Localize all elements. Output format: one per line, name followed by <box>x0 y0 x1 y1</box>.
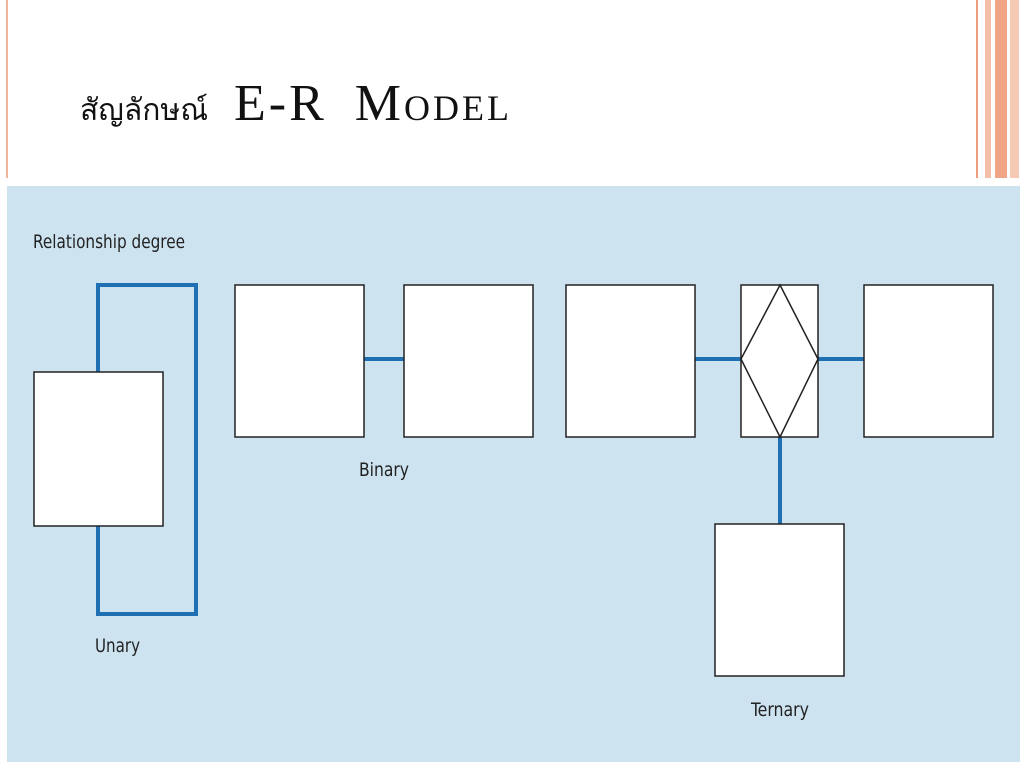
accent-stripe <box>1010 0 1019 178</box>
ternary-entity-box-bottom <box>714 523 845 677</box>
binary-entity-box-left <box>234 284 365 438</box>
slide-title-thai: สัญลักษณ์ <box>80 93 209 128</box>
unary-label: Unary <box>95 635 140 657</box>
unary-entity-box <box>33 371 164 527</box>
right-accent-band <box>974 0 1024 178</box>
accent-stripe <box>985 0 991 178</box>
relationship-diamond-icon <box>740 283 819 439</box>
binary-entity-box-right <box>403 284 534 438</box>
ternary-entity-box-left <box>565 284 696 438</box>
ternary-entity-box-right <box>863 284 994 438</box>
unary-relationship-line <box>96 283 198 616</box>
er-diagram-panel: Relationship degree Unary Binary Ternary <box>7 186 1020 762</box>
ternary-label: Ternary <box>750 699 809 721</box>
relationship-degree-heading: Relationship degree <box>33 231 185 253</box>
accent-stripe <box>976 0 978 178</box>
slide-title-english: E-R Model <box>234 75 513 132</box>
accent-stripe <box>995 0 1007 178</box>
binary-label: Binary <box>359 459 409 481</box>
left-accent-rule <box>6 0 8 178</box>
slide-title: สัญลักษณ์ E-R Model <box>80 74 512 144</box>
er-relationship-diagram: Relationship degree Unary Binary Ternary <box>33 231 994 721</box>
